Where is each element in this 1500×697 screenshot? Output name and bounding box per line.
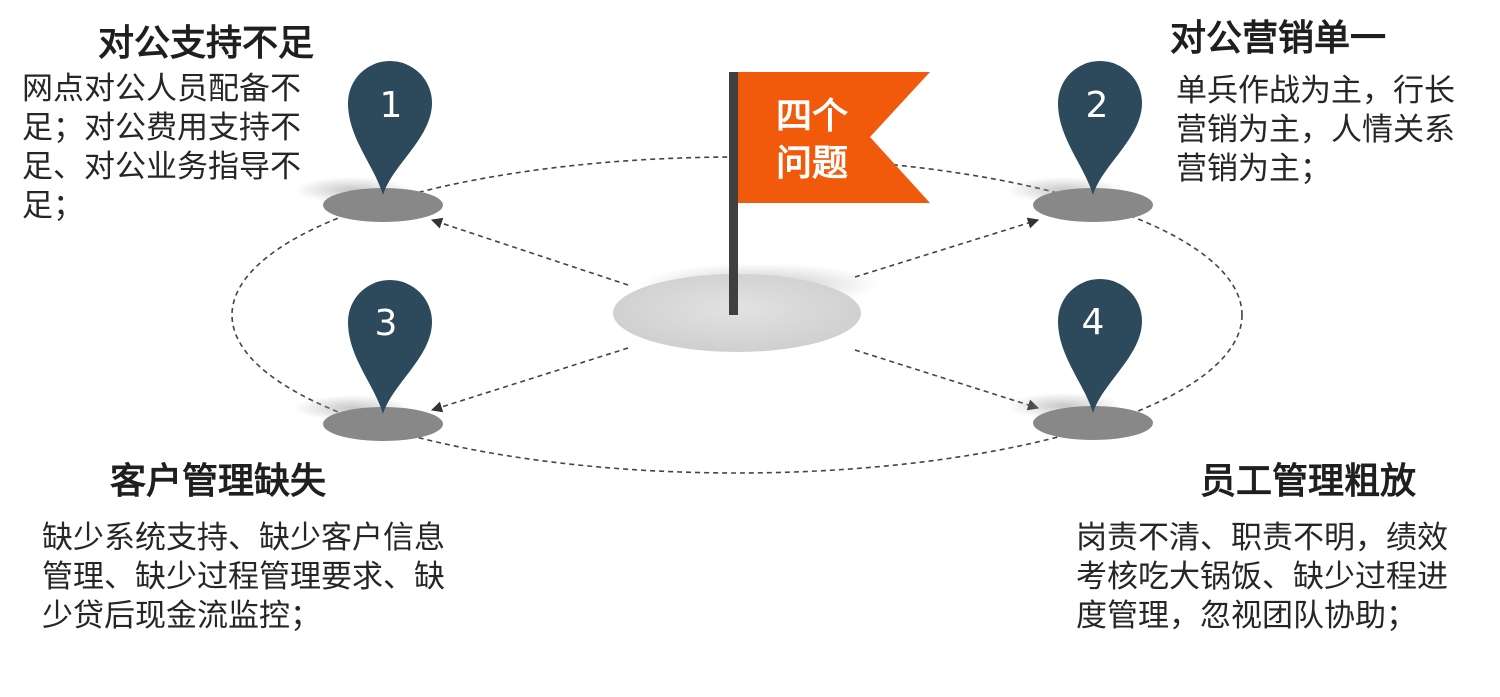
flag-text-line2: 问题 (776, 143, 848, 184)
pin-4-number: 4 (1082, 302, 1105, 343)
arrow-to-3 (430, 347, 629, 413)
flag-text-line1: 四个 (776, 96, 848, 137)
item-2-title: 对公营销单一 (1170, 18, 1387, 59)
flag: 四个 问题 (729, 72, 930, 315)
arrow-to-1 (430, 217, 629, 286)
pin-2-number: 2 (1086, 85, 1109, 126)
pin-4: 4 (1006, 279, 1153, 440)
pin-1-number: 1 (380, 85, 403, 126)
pin-3-number: 3 (375, 303, 398, 344)
pin-3: 3 (294, 280, 443, 441)
pin-2-base (1033, 188, 1153, 222)
item-1-title: 对公支持不足 (98, 23, 315, 64)
pin-1-marker (348, 61, 432, 195)
pin-3-marker (348, 280, 432, 414)
pin-1-base (323, 188, 443, 222)
item-1-description: 网点对公人员配备不足；对公费用支持不足、对公业务指导不足； (22, 71, 301, 224)
pin-4-marker (1058, 279, 1142, 413)
pin-2-marker (1058, 61, 1142, 195)
item-4-description: 岗责不清、职责不明，绩效考核吃大锅饭、缺少过程进度管理，忽视团队协助； (1076, 520, 1448, 634)
item-3-title: 客户管理缺失 (110, 461, 327, 502)
item-4-title: 员工管理粗放 (1200, 461, 1417, 502)
arrow-to-4 (854, 349, 1040, 411)
pin-2: 2 (1006, 61, 1153, 222)
orbit-ellipse (231, 156, 1243, 474)
pin-3-base (323, 407, 443, 441)
pin-4-base (1033, 406, 1153, 440)
flag-cloth (738, 72, 930, 203)
pin-1: 1 (294, 61, 443, 222)
flag-pole (729, 72, 738, 315)
arrow-to-2 (854, 217, 1040, 278)
item-3-description: 缺少系统支持、缺少客户信息管理、缺少过程管理要求、缺少贷后现金流监控； (42, 520, 445, 634)
item-2-description: 单兵作战为主，行长营销为主，人情关系营销为主； (1176, 73, 1455, 187)
